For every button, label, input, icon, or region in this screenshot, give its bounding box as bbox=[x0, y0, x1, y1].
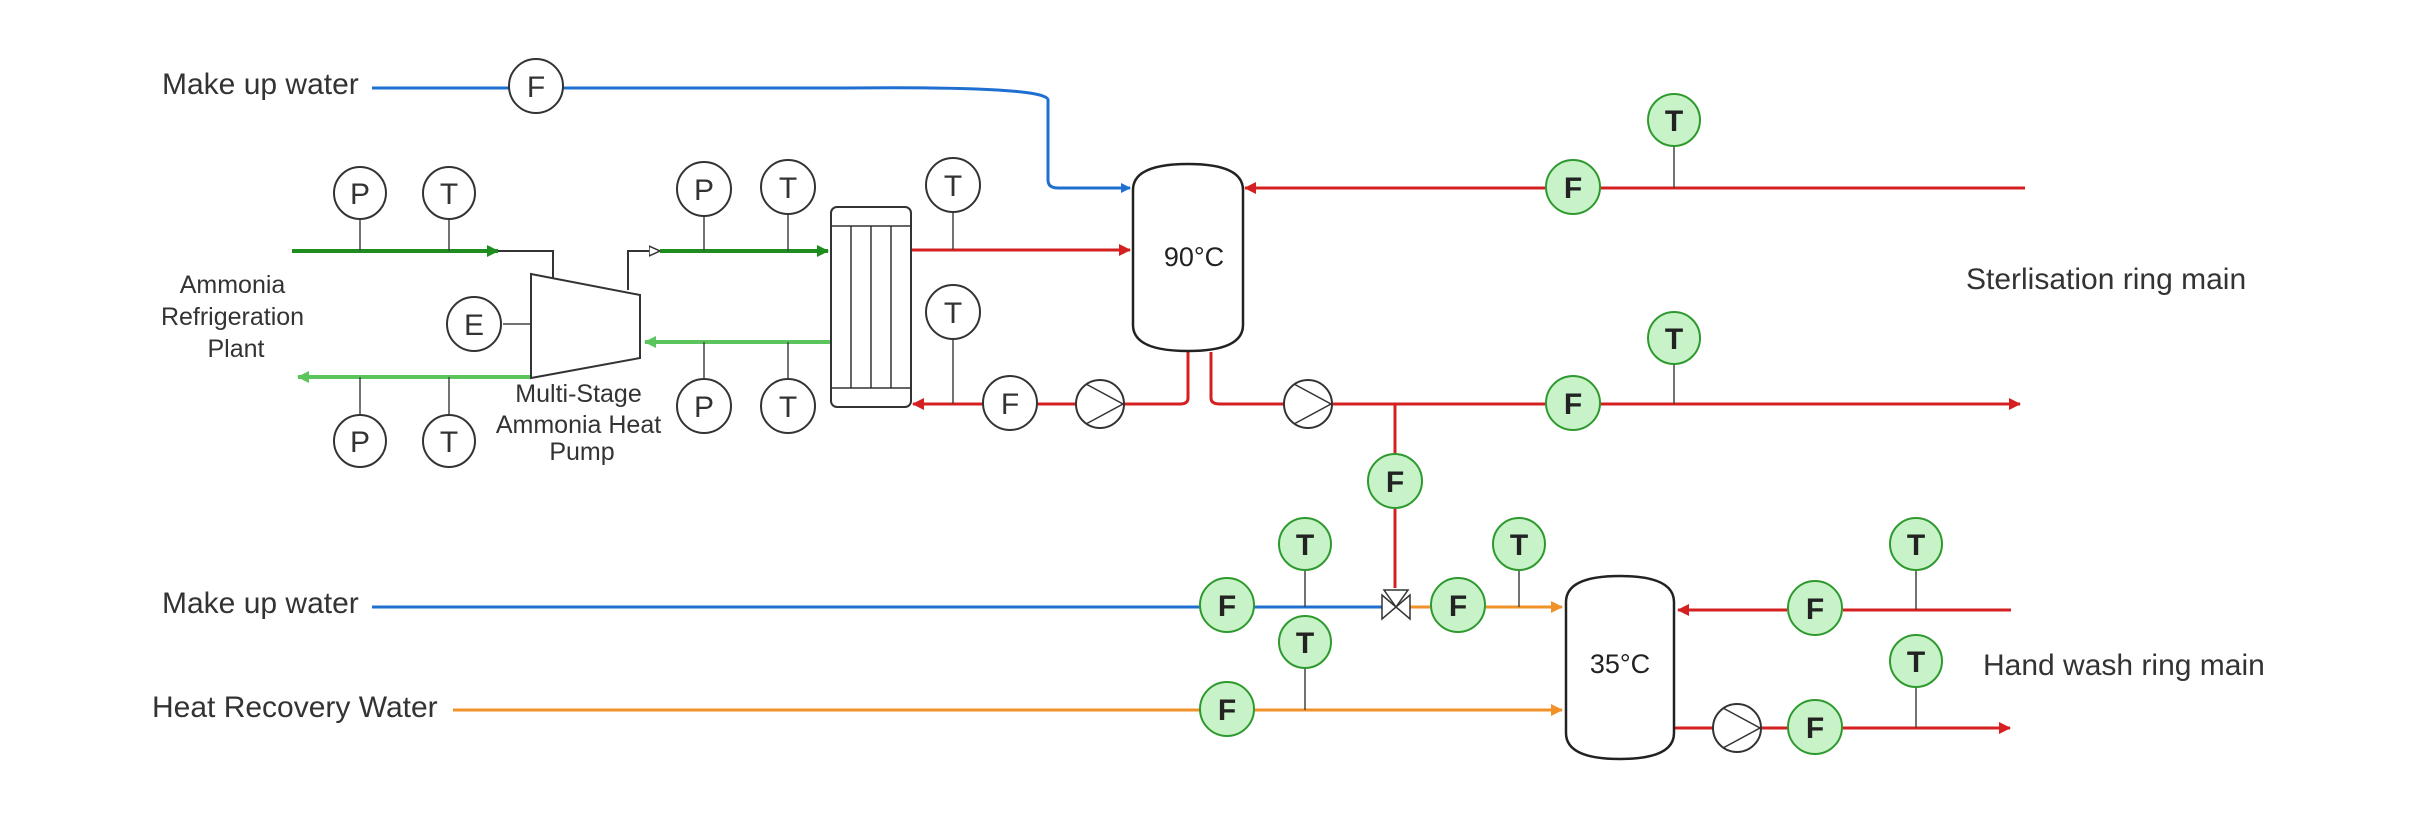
compressor-inlet-line bbox=[498, 250, 554, 280]
svg-text:P: P bbox=[350, 426, 370, 459]
temperature-instrument-hand-wash-return: T bbox=[1889, 517, 1943, 571]
svg-text:T: T bbox=[1665, 323, 1683, 356]
svg-text:T: T bbox=[944, 297, 962, 330]
sterilisation-ring-main-label: Sterlisation ring main bbox=[1966, 263, 2246, 296]
makeup-water-top-pipe bbox=[372, 86, 1130, 188]
svg-text:T: T bbox=[944, 170, 962, 203]
temperature-instrument-makeup-bottom: T bbox=[1278, 517, 1332, 571]
heat-pump-compressor bbox=[530, 272, 641, 380]
makeup-water-top-label: Make up water bbox=[162, 68, 359, 101]
svg-text:P: P bbox=[694, 174, 714, 207]
svg-text:T: T bbox=[440, 426, 458, 459]
hand-wash-ring-main-label: Hand wash ring main bbox=[1983, 649, 2265, 682]
temperature-instrument-hp-return: T bbox=[760, 378, 816, 434]
mixing-valve bbox=[1381, 589, 1411, 621]
svg-text:F: F bbox=[1386, 466, 1404, 499]
heat-exchanger bbox=[830, 206, 912, 408]
svg-text:F: F bbox=[1218, 694, 1236, 727]
svg-text:F: F bbox=[1449, 590, 1467, 623]
flow-instrument-sterilisation-supply: F bbox=[1545, 375, 1601, 431]
pressure-instrument-plant-return: P bbox=[333, 414, 387, 468]
svg-text:T: T bbox=[779, 172, 797, 205]
temperature-instrument-heat-recovery: T bbox=[1278, 615, 1332, 669]
svg-text:F: F bbox=[1564, 388, 1582, 421]
svg-text:T: T bbox=[1510, 529, 1528, 562]
svg-text:F: F bbox=[1806, 712, 1824, 745]
svg-text:F: F bbox=[1564, 172, 1582, 205]
temperature-instrument-plant-supply: T bbox=[422, 166, 476, 220]
pressure-instrument-plant-supply: P bbox=[333, 166, 387, 220]
flow-instrument-valve-outlet: F bbox=[1430, 577, 1486, 633]
temperature-instrument-hand-wash-supply: T bbox=[1889, 634, 1943, 688]
pressure-instrument-hp-discharge: P bbox=[676, 161, 732, 217]
flow-instrument-hot-branch: F bbox=[1367, 453, 1423, 509]
svg-text:F: F bbox=[1806, 593, 1824, 626]
hand-wash-pump bbox=[1712, 703, 1762, 753]
compressor-discharge-line bbox=[627, 251, 660, 290]
flow-instrument-hx-return: F bbox=[982, 375, 1038, 431]
svg-text:F: F bbox=[1218, 590, 1236, 623]
warm-tank-label: 35°C bbox=[1590, 649, 1650, 679]
sterilisation-supply-pipe bbox=[1209, 352, 2020, 404]
instrument-stems bbox=[359, 144, 1917, 728]
svg-text:T: T bbox=[1907, 646, 1925, 679]
flow-instrument-heat-recovery: F bbox=[1199, 681, 1255, 737]
svg-text:T: T bbox=[1296, 627, 1314, 660]
flow-instrument-makeup-bottom: F bbox=[1199, 577, 1255, 633]
flow-instrument-hand-wash-return: F bbox=[1787, 580, 1843, 636]
hx-return-pump bbox=[1075, 379, 1125, 429]
hot-water-tank bbox=[1131, 162, 1245, 353]
svg-text:P: P bbox=[694, 391, 714, 424]
hot-tank-label: 90°C bbox=[1164, 242, 1224, 272]
temperature-instrument-plant-return: T bbox=[422, 414, 476, 468]
svg-text:F: F bbox=[527, 71, 545, 104]
svg-text:P: P bbox=[350, 178, 370, 211]
temperature-instrument-hp-discharge: T bbox=[760, 159, 816, 215]
ammonia-plant-label: Ammonia Refrigeration Plant bbox=[161, 271, 311, 363]
flow-instrument-hand-wash-supply: F bbox=[1787, 699, 1843, 755]
hot-tank-to-hx-return-pipe bbox=[1124, 352, 1190, 406]
temperature-instrument-hx-return: T bbox=[925, 284, 981, 340]
svg-text:T: T bbox=[1665, 105, 1683, 138]
flow-instrument-makeup-top: F bbox=[508, 58, 564, 114]
makeup-water-bottom-label: Make up water bbox=[162, 587, 359, 620]
svg-text:T: T bbox=[440, 178, 458, 211]
svg-text:T: T bbox=[1296, 529, 1314, 562]
pressure-instrument-hp-return: P bbox=[676, 378, 732, 434]
temperature-instrument-sterilisation-return: T bbox=[1647, 93, 1701, 147]
temperature-instrument-hx-outlet: T bbox=[925, 157, 981, 213]
svg-text:E: E bbox=[464, 309, 484, 342]
flow-instrument-sterilisation-return: F bbox=[1545, 159, 1601, 215]
heat-recovery-water-label: Heat Recovery Water bbox=[152, 691, 438, 724]
svg-text:T: T bbox=[779, 391, 797, 424]
energy-instrument: E bbox=[446, 296, 502, 352]
warm-water-tank bbox=[1564, 574, 1676, 761]
temperature-instrument-sterilisation-supply: T bbox=[1647, 311, 1701, 365]
temperature-instrument-valve-outlet: T bbox=[1492, 517, 1546, 571]
svg-text:T: T bbox=[1907, 529, 1925, 562]
sterilisation-pump bbox=[1283, 379, 1333, 429]
svg-text:F: F bbox=[1001, 388, 1019, 421]
heat-pump-label: Multi-Stage Ammonia Heat Pump bbox=[496, 380, 668, 466]
